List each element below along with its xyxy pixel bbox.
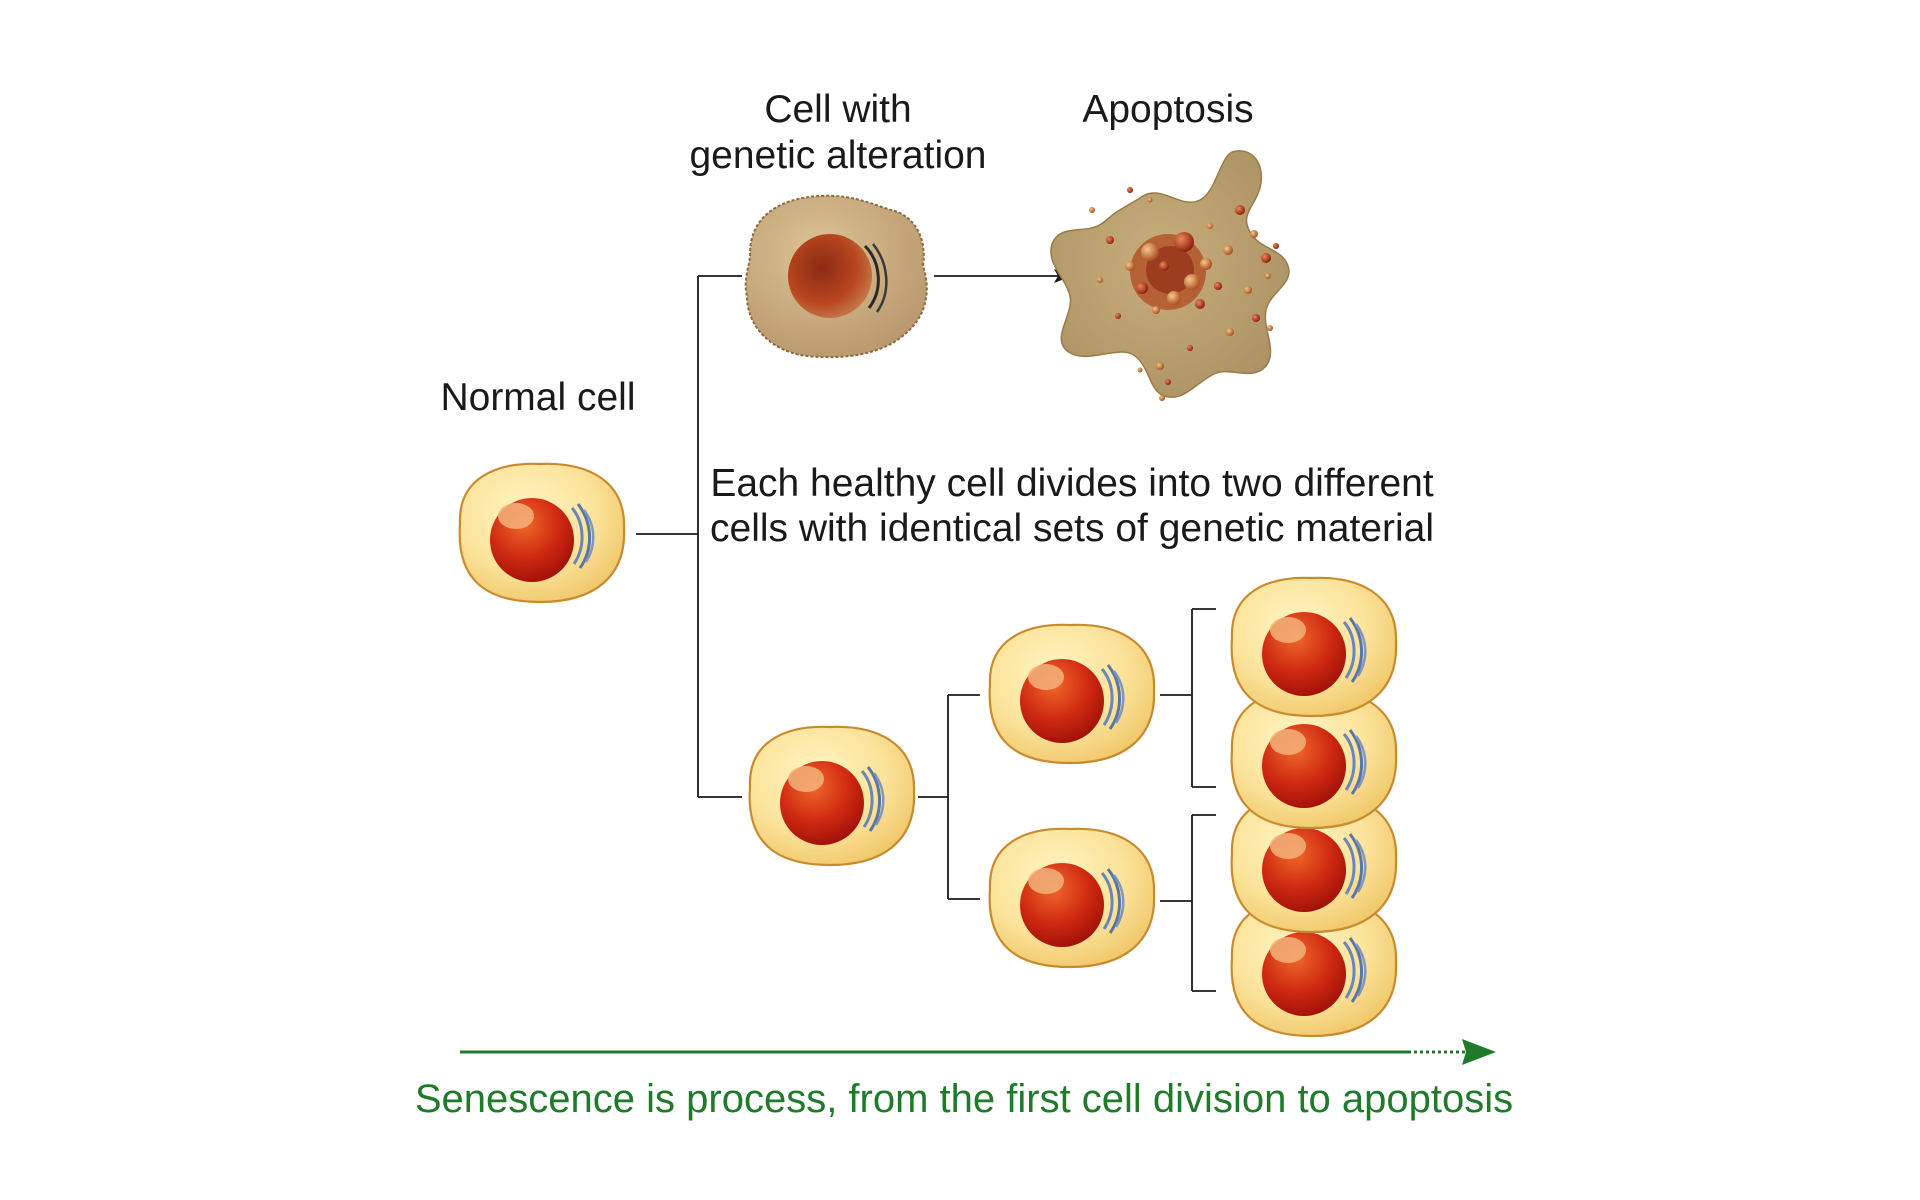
apoptosis-label: Apoptosis [1082,88,1253,131]
daughter-cell-gen3-1 [1230,576,1398,718]
daughter-cell-gen2-bottom [988,827,1156,969]
senescence-caption: Senescence is process, from the first ce… [415,1077,1513,1121]
apoptotic-cell [1050,150,1290,401]
division-caption-line1: Each healthy cell divides into two diffe… [710,462,1434,505]
lineage-connectors [636,275,1216,992]
apoptosis-arrow [934,269,1072,283]
daughter-cell-gen1 [748,725,916,867]
senescence-arrow [460,1039,1496,1065]
normal-cell [458,462,626,604]
daughter-cell-gen2-top [988,623,1156,765]
altered-cell-label-line1: Cell with [764,88,911,131]
altered-cell-label-line2: genetic alteration [689,134,986,177]
normal-cell-label: Normal cell [440,376,635,419]
division-caption-line2: cells with identical sets of genetic mat… [710,507,1434,550]
altered-cell [744,194,928,359]
